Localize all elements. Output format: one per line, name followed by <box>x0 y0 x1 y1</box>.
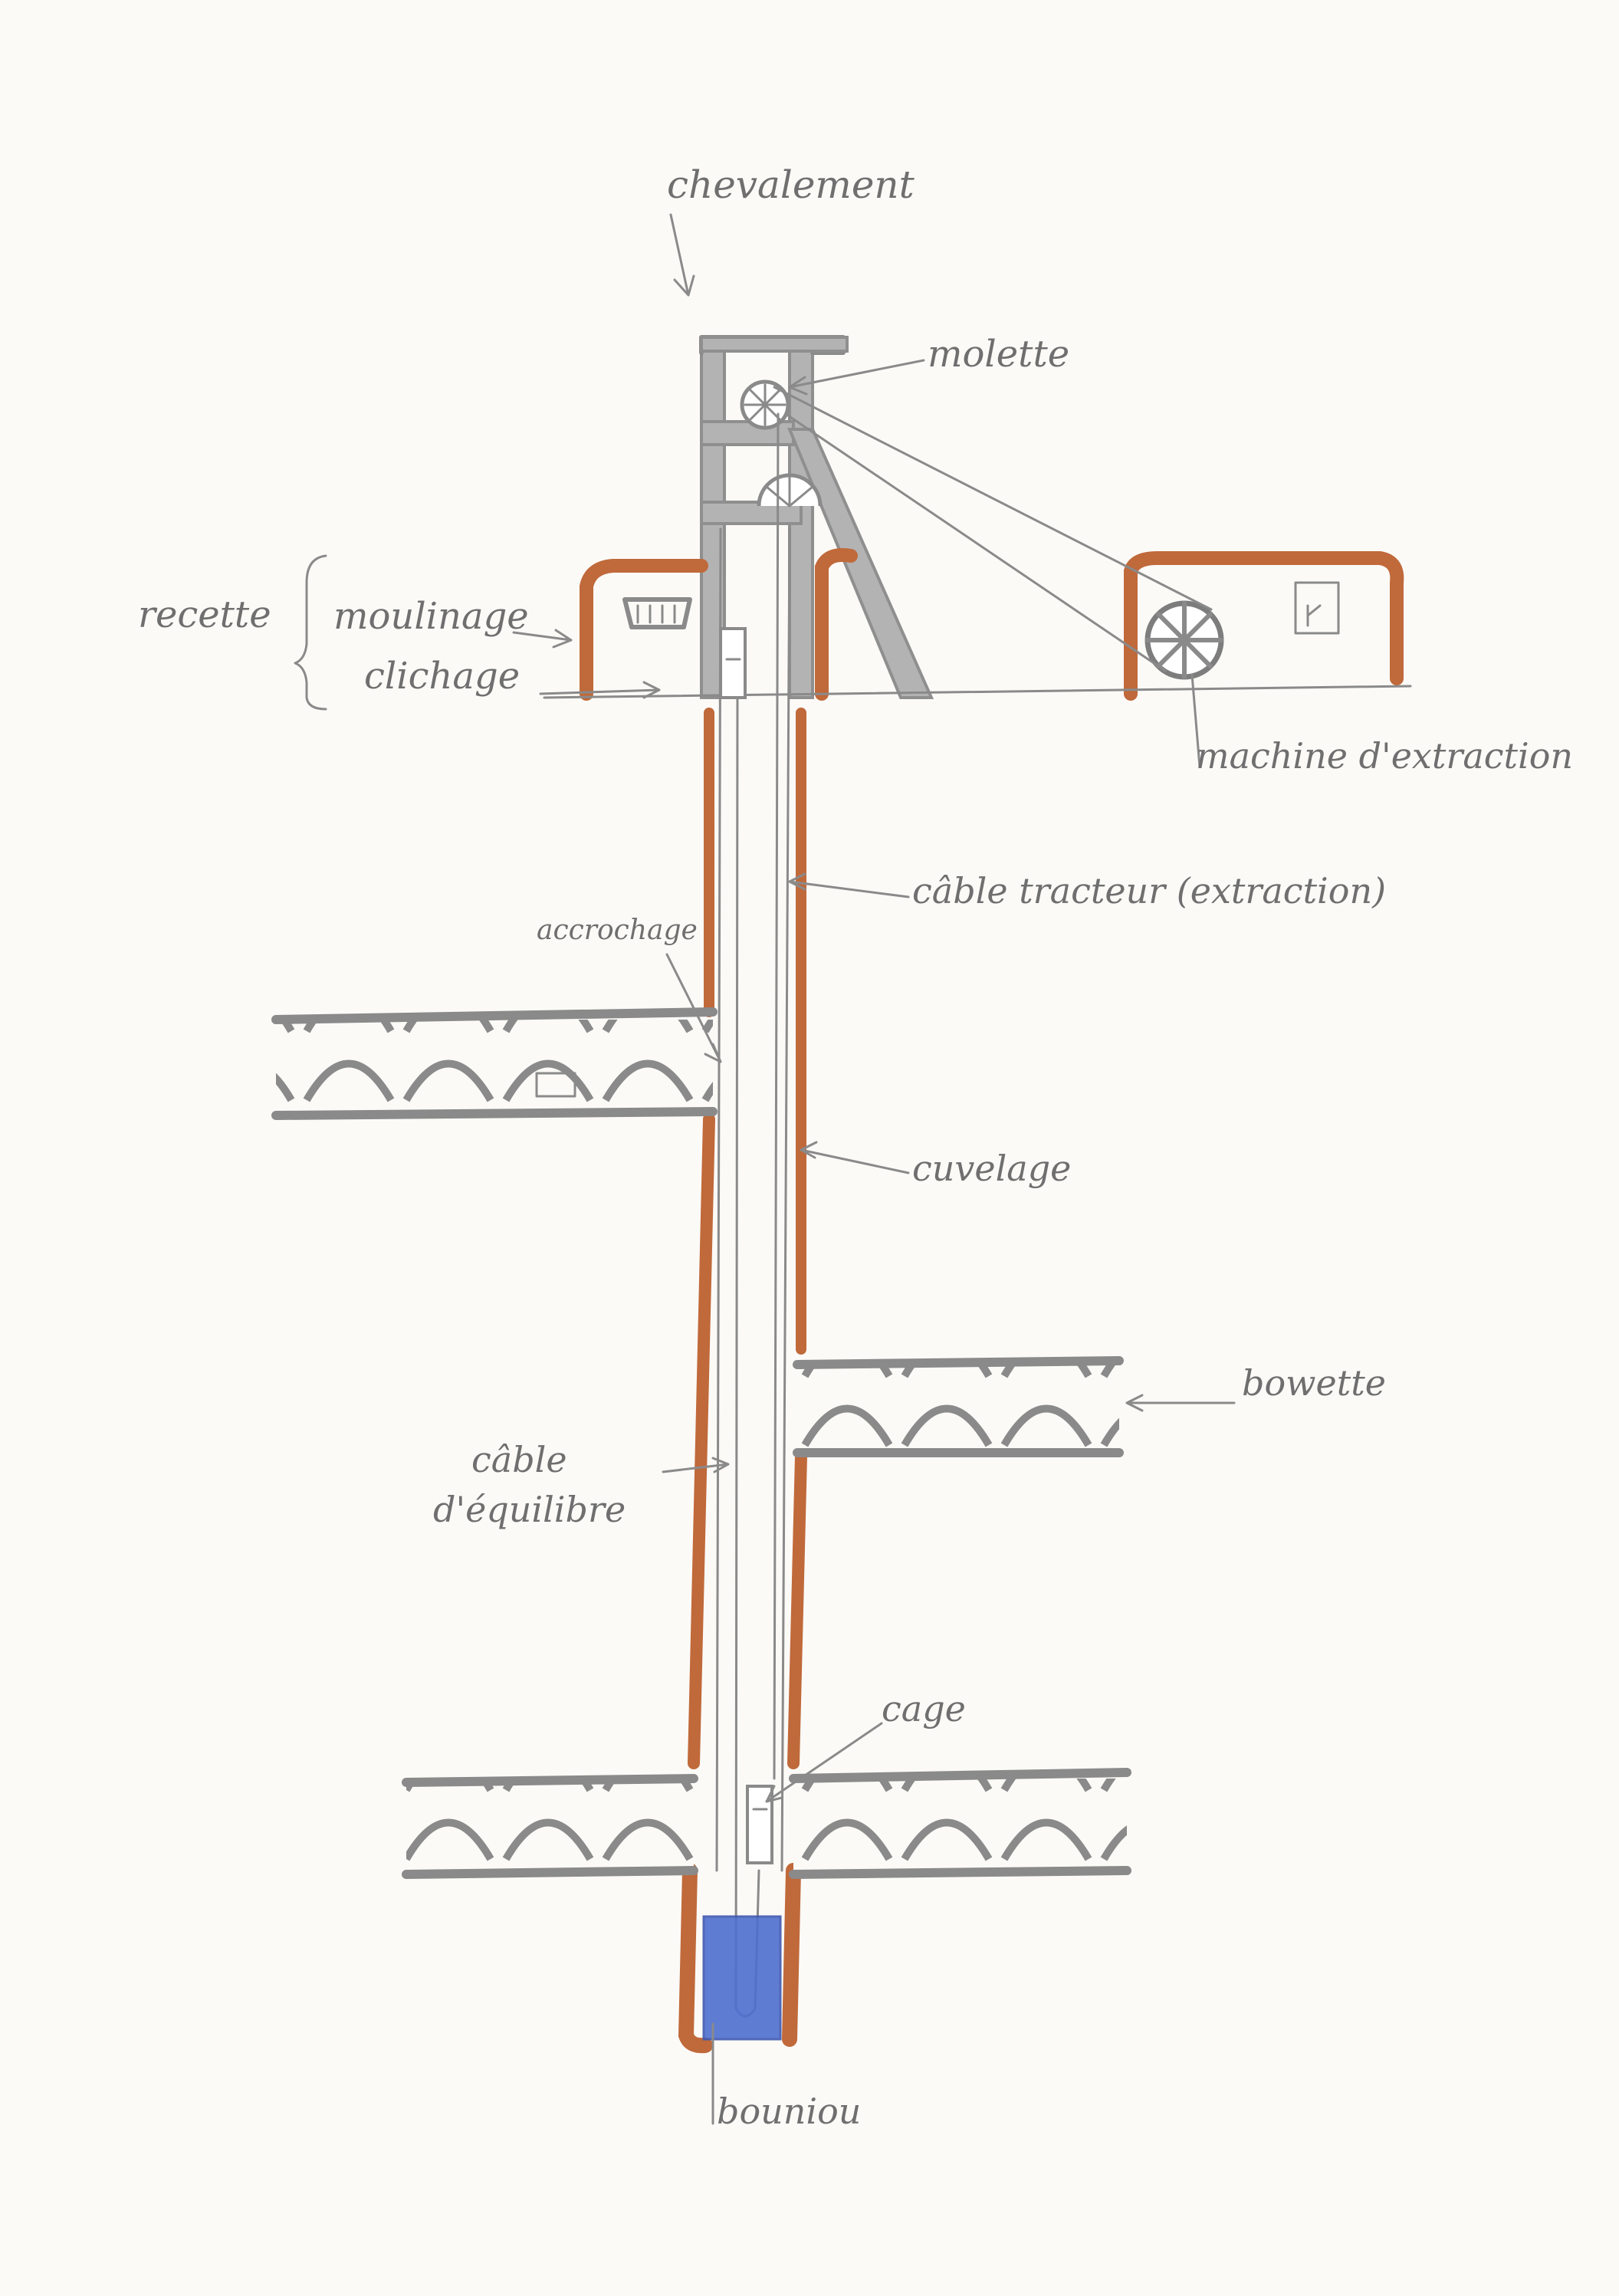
label-bouniou: bouniou <box>717 2091 861 2132</box>
machine-house <box>1124 551 1404 701</box>
label-moulinage: moulinage <box>333 595 529 638</box>
label-chevalement: chevalement <box>667 163 915 207</box>
lower-sheave-wheel <box>757 473 823 507</box>
label-machine-extraction: machine d'extraction <box>1196 735 1573 777</box>
label-cable-equilibre-line1: câble <box>471 1439 567 1480</box>
mine-car-surface <box>622 597 692 629</box>
gallery-level-3-left <box>402 1774 698 1879</box>
winding-machine-wheel <box>1144 600 1224 680</box>
bouniou-water <box>702 1915 782 2041</box>
label-cable-tracteur: câble tracteur (extraction) <box>912 870 1386 912</box>
ground-line <box>543 685 1412 699</box>
shaft-casing <box>678 708 807 2054</box>
label-cable-equilibre-line2: d'équilibre <box>433 1489 626 1530</box>
cable-tracteur-line <box>773 412 780 1780</box>
label-cuvelage: cuvelage <box>912 1148 1071 1189</box>
hoist-rope-upper <box>773 386 1213 611</box>
cage-upper <box>719 627 747 699</box>
label-recette: recette <box>138 593 271 636</box>
gallery-level-1 <box>271 1007 718 1120</box>
recette-brace <box>294 554 327 711</box>
label-cage: cage <box>882 1688 966 1729</box>
label-clichage: clichage <box>364 655 520 698</box>
gallery-level-3-right <box>789 1768 1131 1879</box>
shaft-wall-left <box>715 527 722 1872</box>
label-bowette: bowette <box>1242 1362 1386 1404</box>
label-accrochage: accrochage <box>537 915 698 946</box>
gallery-level-2-bowette <box>793 1356 1124 1457</box>
headframe <box>699 335 934 699</box>
molette-wheel <box>740 379 790 430</box>
leader-lines <box>512 213 1236 2125</box>
label-molette: molette <box>928 333 1069 376</box>
shaft-wall-right <box>780 527 791 1872</box>
hoist-rope-lower <box>784 412 1167 672</box>
surface-building-left <box>580 548 858 701</box>
